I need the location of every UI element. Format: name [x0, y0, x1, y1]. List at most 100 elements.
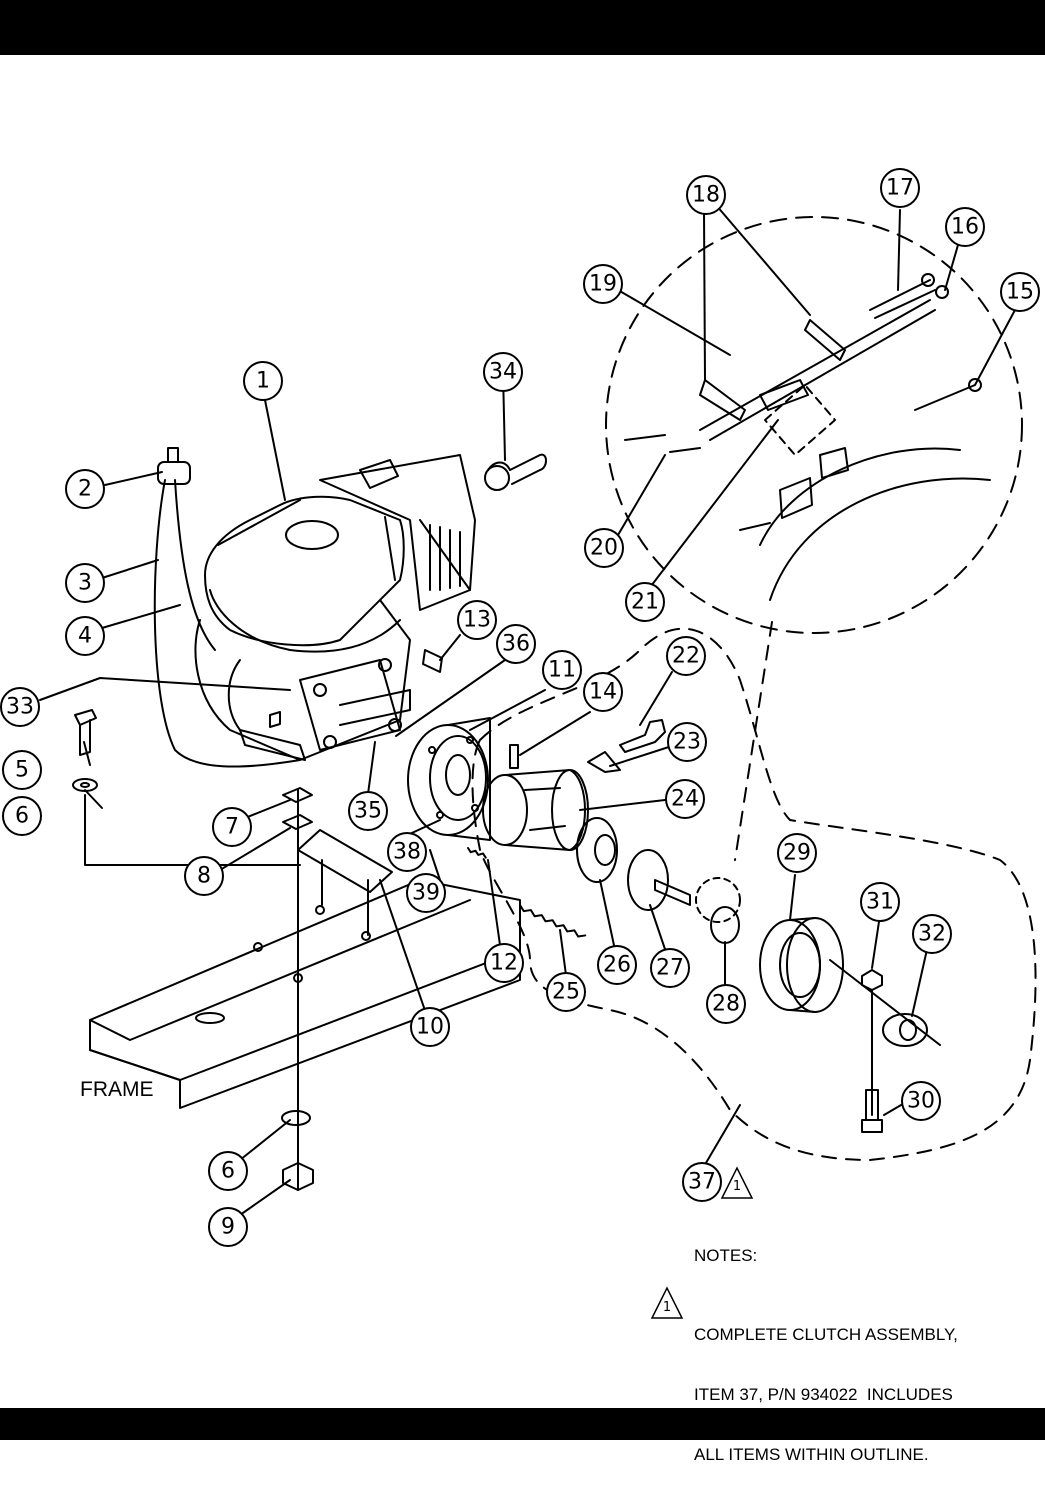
- bottom-border-bar: [0, 1408, 1045, 1440]
- plug-wire-2: [174, 479, 216, 651]
- callout-20: 20: [584, 528, 624, 568]
- callout-7: 7: [212, 807, 252, 847]
- svg-text:29: 29: [783, 841, 811, 866]
- callout-4: 4: [65, 616, 105, 656]
- svg-text:22: 22: [672, 644, 700, 669]
- clutch-shoes: [482, 769, 589, 851]
- svg-text:13: 13: [463, 608, 491, 633]
- svg-text:5: 5: [15, 758, 29, 783]
- svg-text:36: 36: [502, 632, 530, 657]
- svg-text:3: 3: [78, 571, 92, 596]
- frame-label: FRAME: [80, 1078, 154, 1101]
- engine: [194, 454, 476, 761]
- note-line: ALL ITEMS WITHIN OUTLINE.: [694, 1445, 929, 1464]
- notes-title: NOTES:: [694, 1246, 758, 1265]
- collar-32: [882, 1013, 928, 1047]
- spark-plug-cap: [157, 461, 191, 485]
- callout-35: 35: [348, 791, 388, 831]
- callout-33: 33: [0, 687, 40, 727]
- callout-34: 34: [483, 352, 523, 392]
- set-screw-14: [509, 744, 519, 769]
- svg-text:16: 16: [951, 215, 979, 240]
- callout-11: 11: [542, 650, 582, 690]
- svg-text:26: 26: [603, 953, 631, 978]
- svg-text:10: 10: [416, 1015, 444, 1040]
- svg-text:25: 25: [552, 980, 580, 1005]
- svg-text:6: 6: [221, 1159, 235, 1184]
- spring-25: [519, 904, 587, 938]
- plate-studs: [321, 859, 369, 936]
- key: [422, 649, 443, 673]
- callout-38: 38: [387, 832, 427, 872]
- svg-text:39: 39: [412, 881, 440, 906]
- shaft-line: [829, 959, 941, 1046]
- callout-22: 22: [666, 636, 706, 676]
- callout-37: 37: [682, 1162, 722, 1202]
- callout-10: 10: [410, 1007, 450, 1047]
- svg-text:1: 1: [256, 369, 270, 394]
- clutch-assembly-outline: [471, 627, 1037, 1161]
- callout-12: 12: [484, 943, 524, 983]
- svg-text:35: 35: [354, 799, 382, 824]
- svg-text:6: 6: [15, 804, 29, 829]
- callouts: 1 2 3 4 5 6 6 7 8 9 10 11 12 13 14 15 16…: [0, 168, 1040, 1247]
- callout-28: 28: [706, 984, 746, 1024]
- svg-text:1: 1: [663, 1300, 671, 1315]
- svg-text:24: 24: [671, 787, 699, 812]
- alignment-line: [84, 794, 301, 866]
- callout-36: 36: [496, 624, 536, 664]
- callout-8: 8: [184, 856, 224, 896]
- callout-6b: 6: [208, 1151, 248, 1191]
- plate-26: [576, 817, 618, 883]
- svg-text:31: 31: [866, 890, 894, 915]
- svg-text:19: 19: [589, 272, 617, 297]
- callout-13: 13: [457, 600, 497, 640]
- connector-line: [734, 621, 773, 861]
- svg-text:9: 9: [221, 1215, 235, 1240]
- callout-29: 29: [777, 833, 817, 873]
- bolt-22: [619, 719, 666, 753]
- callout-25: 25: [546, 972, 586, 1012]
- plug-wire: [153, 479, 301, 768]
- svg-text:30: 30: [907, 1089, 935, 1114]
- note-line: ITEM 37, P/N 934022 INCLUDES: [694, 1385, 953, 1404]
- nut-9: [282, 1162, 314, 1191]
- leader-lines: [39, 204, 1016, 1216]
- bracket-23: [587, 751, 621, 773]
- callout-9: 9: [208, 1207, 248, 1247]
- svg-text:8: 8: [197, 864, 211, 889]
- callout-19: 19: [583, 264, 623, 304]
- detail-circle: [605, 216, 1023, 634]
- svg-text:15: 15: [1006, 280, 1034, 305]
- callout-18: 18: [686, 175, 726, 215]
- callout-31: 31: [860, 882, 900, 922]
- svg-text:34: 34: [489, 360, 517, 385]
- handle-grip: [487, 453, 547, 485]
- engine-shaft: [339, 689, 411, 726]
- washer-6-lower: [281, 1110, 311, 1126]
- callout-17: 17: [880, 168, 920, 208]
- hub-27: [627, 849, 669, 911]
- note-line: COMPLETE CLUTCH ASSEMBLY,: [694, 1325, 958, 1344]
- mount-plate: [297, 829, 393, 893]
- bearing-detail-circle: [695, 877, 741, 923]
- callout-39: 39: [406, 873, 446, 913]
- callout-16: 16: [945, 207, 985, 247]
- callout-15: 15: [1000, 272, 1040, 312]
- spring-12: [467, 847, 487, 859]
- svg-text:27: 27: [656, 956, 684, 981]
- callout-3: 3: [65, 563, 105, 603]
- callout-26: 26: [597, 945, 637, 985]
- svg-text:18: 18: [692, 183, 720, 208]
- svg-text:1: 1: [733, 1179, 741, 1194]
- note-triangle: 1: [650, 1286, 684, 1319]
- bearing-28: [710, 906, 740, 944]
- svg-text:20: 20: [590, 536, 618, 561]
- svg-text:32: 32: [918, 922, 946, 947]
- svg-text:11: 11: [548, 658, 576, 683]
- grip-knob: [484, 465, 510, 491]
- nut-31: [861, 969, 883, 991]
- exploded-parts-diagram: 1 2 3 4 5 6 6 7 8 9 10 11 12 13 14 15 16…: [0, 168, 1040, 1319]
- top-border-bar: [0, 0, 1045, 55]
- pulley-29: [759, 919, 821, 1011]
